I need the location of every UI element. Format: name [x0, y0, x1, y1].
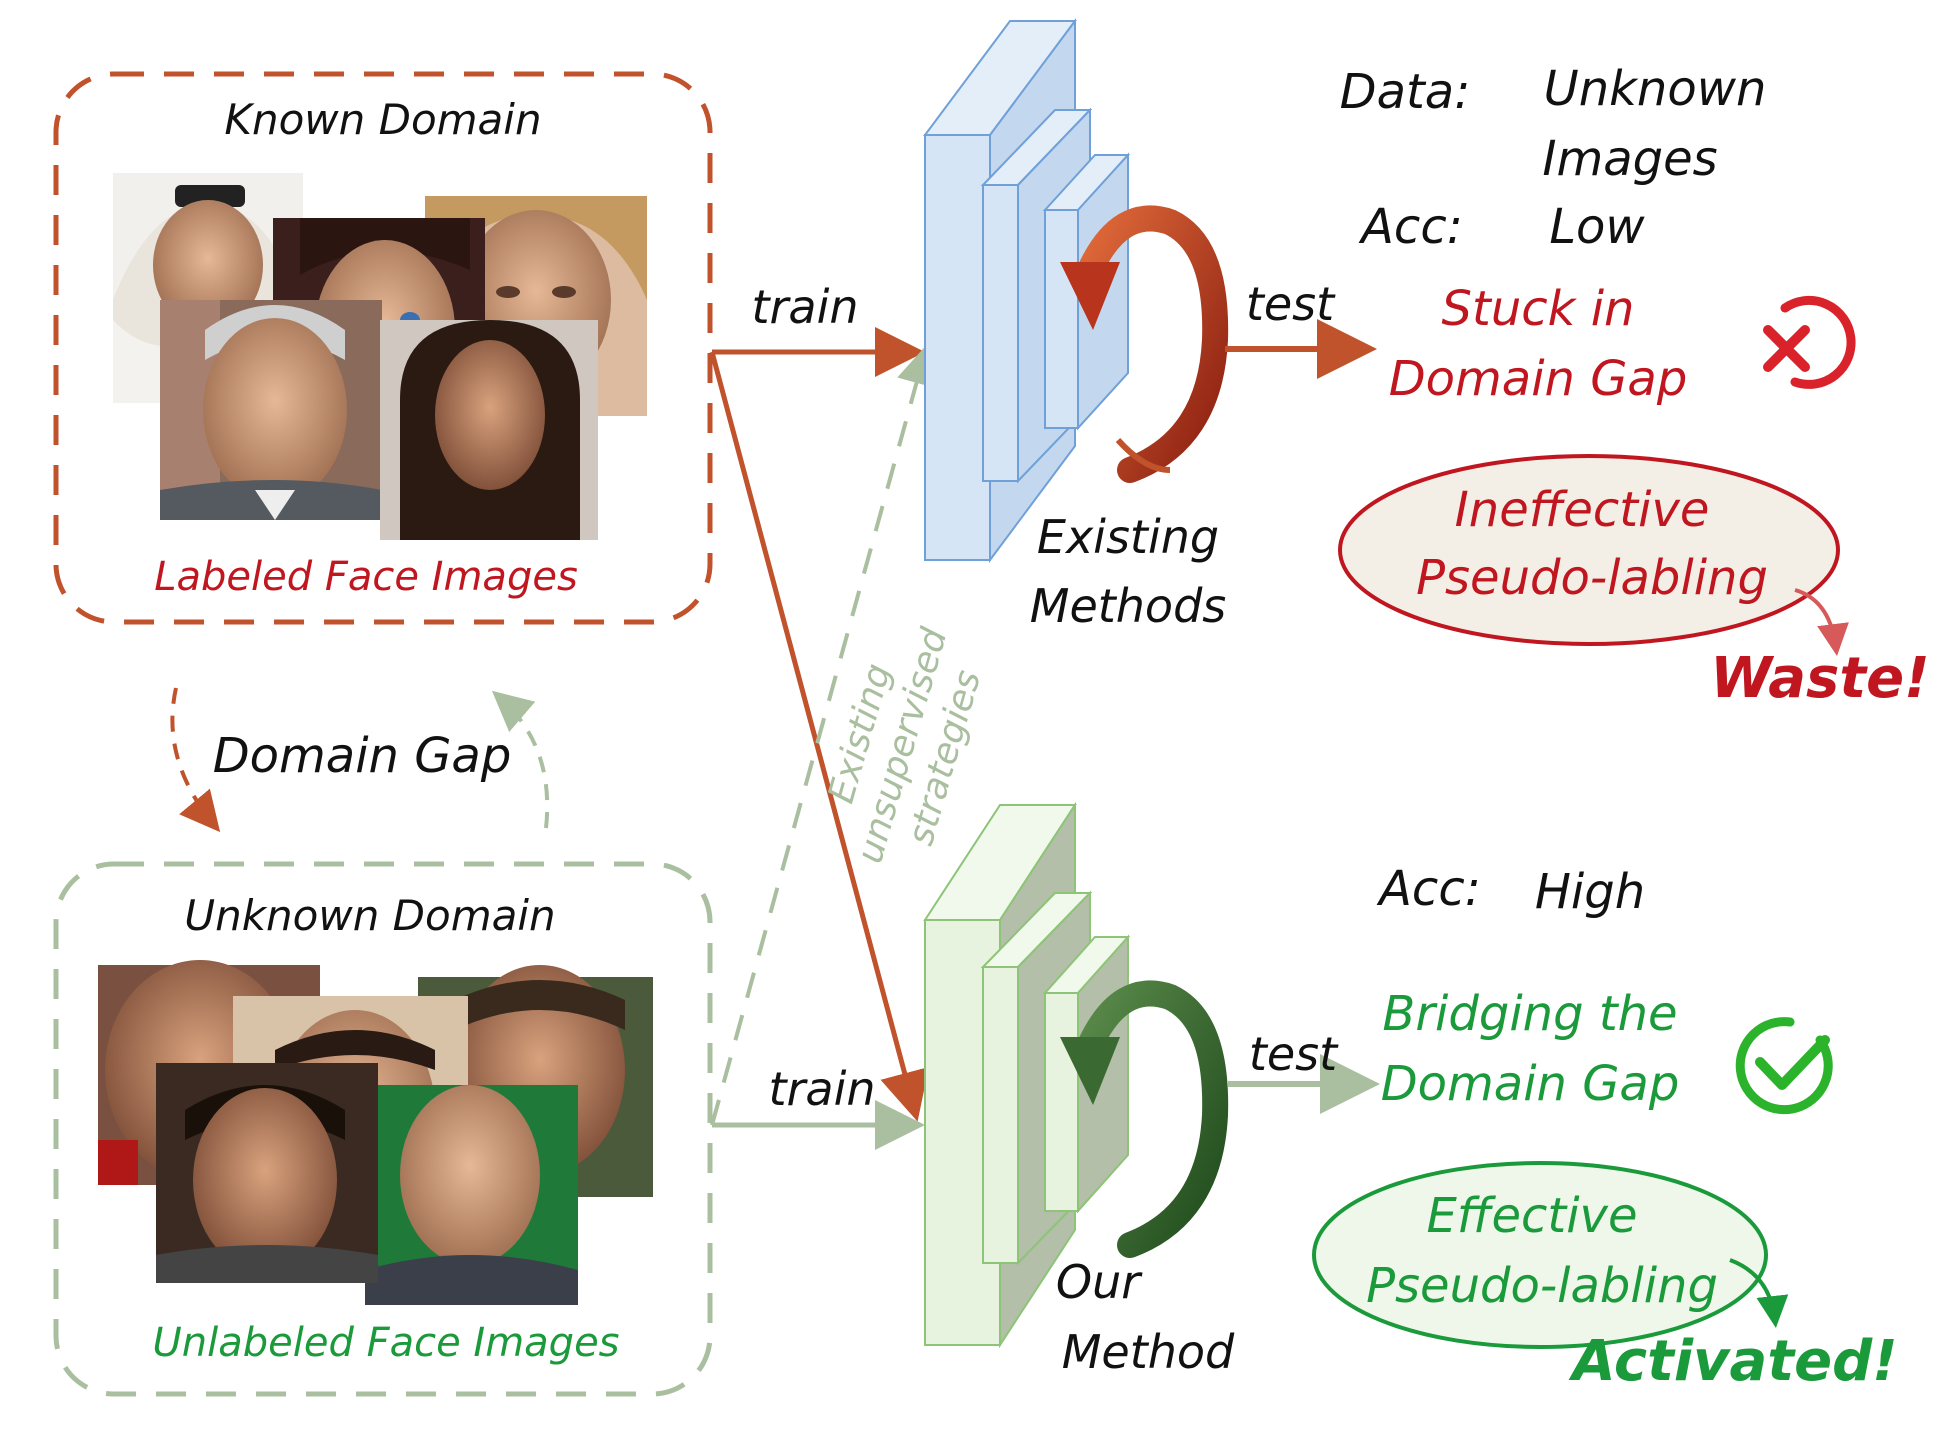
domain-gap-label: Domain Gap [213, 728, 512, 784]
result-existing-line-1: Stuck in [1442, 281, 1635, 337]
train-arrows: train train [709, 280, 936, 1150]
pseudo-existing-line-1: Ineffective [1455, 482, 1710, 538]
existing-swirl-arrow [1077, 205, 1229, 483]
acc-value-existing: Low [1549, 199, 1645, 255]
our-results: Acc: High Bridging the Domain Gap Effect… [1312, 861, 1898, 1394]
domain-gap-indicator: Domain Gap [170, 687, 550, 833]
unknown-domain-border [53, 861, 713, 1397]
face-photo-dark-hair-woman [380, 320, 598, 540]
data-value-line-1: Unknown [1544, 61, 1767, 117]
acc-value-ours: High [1535, 864, 1645, 920]
waste-outcome: Waste! [1710, 646, 1929, 711]
known-domain-caption: Labeled Face Images [154, 554, 578, 600]
test-label-top: test [1246, 277, 1336, 331]
pseudo-existing-line-2: Pseudo-labling [1416, 550, 1768, 606]
activated-arrow [1729, 1258, 1789, 1328]
pseudo-ours-line-1: Effective [1427, 1188, 1638, 1244]
test-arrows: test test [1225, 277, 1380, 1114]
unknown-domain-title: Unknown Domain [184, 891, 555, 940]
result-ours-line-2: Domain Gap [1381, 1056, 1680, 1112]
effective-pseudo-labeling-bubble [1312, 1161, 1768, 1349]
train-arrow-unknown-to-existing [710, 344, 936, 1126]
our-swirl-arrow [1077, 980, 1229, 1258]
ineffective-pseudo-labeling-bubble [1338, 454, 1840, 646]
result-ours-line-1: Bridging the [1382, 986, 1677, 1042]
cross-circle-icon [1763, 295, 1856, 389]
unknown-domain-panel: Unknown Domain Unl [53, 861, 713, 1397]
our-method-network: Our Method [923, 801, 1235, 1379]
our-label-line-2: Method [1062, 1325, 1235, 1379]
gap-arrow-down [170, 687, 221, 833]
activated-outcome: Activated! [1568, 1329, 1897, 1394]
unknown-domain-caption: Unlabeled Face Images [152, 1320, 619, 1366]
our-label-line-1: Our [1056, 1255, 1143, 1309]
existing-label-line-2: Methods [1030, 579, 1227, 633]
pseudo-ours-line-2: Pseudo-labling [1366, 1258, 1718, 1314]
known-domain-panel: Known Domain [53, 71, 713, 625]
result-existing-line-2: Domain Gap [1389, 351, 1688, 407]
existing-methods-network: Existing Methods [923, 17, 1229, 633]
train-arrow-known-to-ours [709, 351, 929, 1122]
existing-label-line-1: Existing [1037, 510, 1219, 564]
known-domain-border [53, 71, 713, 625]
data-value-line-2: Images [1542, 131, 1717, 187]
check-circle-icon [1735, 1017, 1833, 1115]
acc-key-ours: Acc: [1376, 861, 1481, 917]
existing-results: Data: Unknown Images Acc: Low Stuck in D… [1338, 61, 1930, 711]
face-photo-man-news [365, 1085, 578, 1305]
known-domain-title: Known Domain [224, 95, 541, 144]
strategies-label: Existing unsupervised strategies [821, 623, 989, 868]
test-label-bottom: test [1249, 1027, 1339, 1081]
data-key: Data: [1340, 64, 1471, 120]
face-photo-older-man [160, 300, 382, 520]
acc-key-existing: Acc: [1358, 199, 1463, 255]
train-label-bottom: train [768, 1062, 875, 1116]
face-photo-man-smiling [156, 1063, 378, 1283]
train-label-top: train [751, 280, 858, 334]
waste-arrow [1794, 588, 1849, 656]
